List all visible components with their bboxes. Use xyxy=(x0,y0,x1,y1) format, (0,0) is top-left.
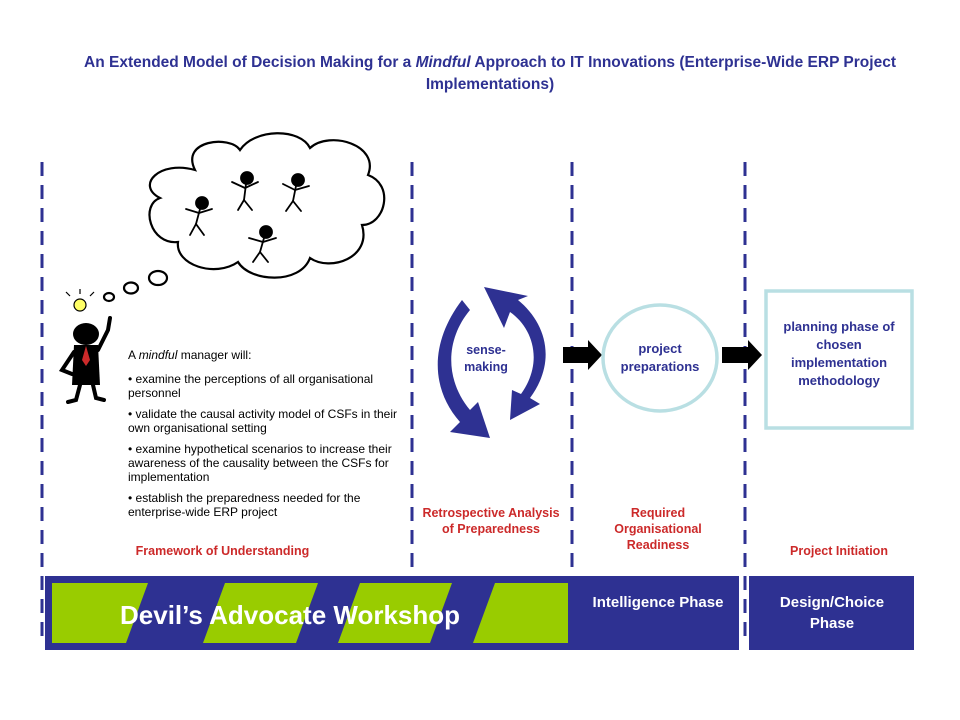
intelligence-phase-label: Intelligence Phase xyxy=(592,594,724,611)
framework-label: Framework of Understanding xyxy=(135,544,310,558)
cycle-arrow-right xyxy=(484,287,546,420)
planning-box-label: planning phase of chosen implementation … xyxy=(783,319,895,388)
title-part1: An Extended Model of Decision Making for… xyxy=(84,54,416,71)
manager-bullet-list: examine the perceptions of all organisat… xyxy=(128,372,403,519)
manager-intro: A mindful manager will: xyxy=(128,348,252,362)
stick-figure-3-icon xyxy=(282,173,310,212)
green-stripes xyxy=(52,583,568,643)
green-stripe-1 xyxy=(52,583,148,643)
title-part2: Approach to IT Innovations (Enterprise-W… xyxy=(425,54,896,93)
block-arrows xyxy=(563,340,762,370)
design-bar xyxy=(749,576,914,650)
arrow-to-circle-icon xyxy=(563,340,602,370)
stick-figure-1-icon xyxy=(185,196,213,236)
project-preparations-label: project preparations xyxy=(620,341,700,374)
sense-making-label: sense-making xyxy=(464,343,508,374)
design-choice-phase-label: Design/Choice Phase xyxy=(779,594,885,632)
dashed-dividers xyxy=(40,162,747,640)
manager-bullet: establish the preparedness needed for th… xyxy=(128,491,403,519)
manager-bullet: examine the perceptions of all organisat… xyxy=(128,372,403,400)
planning-box xyxy=(764,289,914,430)
project-initiation-label: Project Initiation xyxy=(790,544,888,558)
title-emphasis: Mindful xyxy=(415,54,471,71)
stick-figure-4-icon xyxy=(248,225,277,263)
manager-bullet: examine hypothetical scenarios to increa… xyxy=(128,442,403,484)
stick-figure-2-icon xyxy=(231,171,259,211)
stick-figures-icon xyxy=(185,171,310,263)
diagram-title: An Extended Model of Decision Making for… xyxy=(60,52,920,96)
retrospective-label: Retrospective Analysis of Preparedness xyxy=(422,506,560,536)
thought-cloud-icon xyxy=(102,132,386,303)
cycle-arrows-icon xyxy=(437,287,546,438)
lightbulb-icon xyxy=(73,298,87,312)
devils-advocate-workshop-label: Devil’s Advocate Workshop xyxy=(120,600,461,630)
cycle-arrow-left xyxy=(437,300,490,438)
green-stripe-3 xyxy=(338,583,452,643)
manager-bullet: validate the causal activity model of CS… xyxy=(128,407,403,435)
project-preparations-circle xyxy=(601,303,719,413)
green-stripe-4 xyxy=(473,583,568,643)
manager-description: A mindful manager will: examine the perc… xyxy=(128,348,403,526)
required-readiness-label: Required Organisational Readiness xyxy=(614,506,702,552)
manager-thinker-icon xyxy=(58,289,112,404)
arrow-to-box-icon xyxy=(722,340,762,370)
green-stripe-2 xyxy=(203,583,318,643)
